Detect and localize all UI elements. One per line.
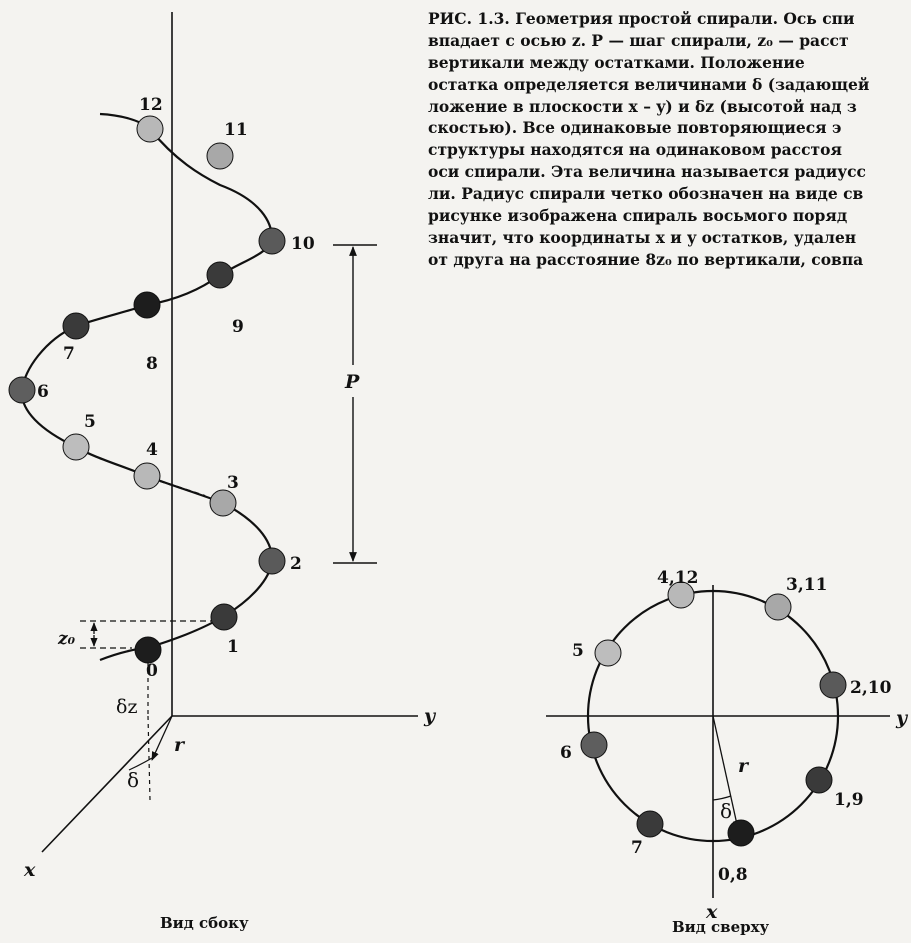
top-residue-label: 2,10 [850,678,892,698]
side-r-label: r [174,734,186,756]
residue-ball [62,312,90,340]
side-x-axis [41,715,173,853]
side-residue-label: 1 [227,637,239,657]
helix-curve [20,112,274,662]
residue-ball [134,636,162,664]
side-residue-label: 11 [224,120,248,140]
caption-line: структуры находятся на одинаковом рассто… [428,140,842,160]
top-view-title: Вид сверху [672,918,770,936]
residue-ball [62,433,90,461]
residue-ball [667,581,695,609]
residue-ball [580,731,608,759]
top-residue-label: 0,8 [718,865,748,885]
top-delta-label: δ [720,799,732,823]
dz-label: δz [116,696,137,718]
side-residue-label: 0 [146,661,158,681]
side-residue-label: 3 [227,473,239,493]
caption-line: рисунке изображена спираль восьмого поря… [428,206,848,226]
side-delta-label: δ [127,768,139,792]
side-view-title: Вид сбоку [160,914,249,932]
residue-ball [819,671,847,699]
residue-ball [136,115,164,143]
side-residue-label: 9 [232,317,244,337]
top-residue-label: 7 [631,838,643,858]
top-r-vector [712,715,740,830]
caption-line: впадает с осью z. P — шаг спирали, z₀ — … [428,30,849,50]
side-residue-label: 7 [63,344,75,364]
residue-ball [727,819,755,847]
top-view: r δ 0,8 1,9 2,10 3,11 4,12 5 6 7 y x Вид… [546,568,909,936]
side-x-label: x [23,859,36,881]
residue-ball [805,766,833,794]
residue-ball [133,291,161,319]
side-residue-label: 8 [146,354,158,374]
residue-ball [210,603,238,631]
top-helix-circle [586,589,840,843]
side-delta-arc [128,757,153,771]
top-residues [580,581,847,847]
caption-line: значит, что координаты x и y остатков, у… [428,227,857,247]
side-residues [8,115,286,664]
residue-ball [206,261,234,289]
caption-line: РИС. 1.3. Геометрия простой спирали. Ось… [428,9,855,28]
residue-ball [764,593,792,621]
caption-line: скостью). Все одинаковые повторяющиеся э [428,118,842,138]
residue-ball [133,462,161,490]
side-view: 0 1 2 3 4 5 6 7 8 9 10 11 12 P z₀ δz r δ [8,12,437,932]
rise-label: z₀ [57,629,76,649]
side-residue-label: 10 [291,234,315,254]
caption-line: оси спирали. Эта величина называется рад… [428,162,866,182]
residue-ball [594,639,622,667]
residue-ball [206,142,234,170]
pitch-label: P [344,371,360,393]
helix-hidden-segment [159,480,206,497]
top-r-label: r [738,755,750,777]
caption-line: вертикали между остатками. Положение [428,52,805,72]
delta-projection [147,715,151,801]
side-residue-label: 6 [37,382,49,402]
top-residue-label: 6 [560,743,572,763]
top-x-label: x [705,901,718,923]
caption-line: ложение в плоскости x – y) и δz (высотой… [428,96,857,116]
caption-line: остатка определяется величинами δ (задаю… [428,74,870,94]
top-residue-label: 4,12 [657,568,698,588]
caption-line: от друга на расстояние 8z₀ по вертикали,… [428,249,864,269]
side-r-vector [151,715,173,761]
residue-ball [258,227,286,255]
top-y-label: y [895,707,909,729]
side-residue-label: 2 [290,554,302,574]
residue-ball [258,547,286,575]
residue-ball [8,376,36,404]
side-residue-label: 12 [139,95,163,115]
top-residue-label: 1,9 [834,790,864,810]
figure-caption: РИС. 1.3. Геометрия простой спирали. Ось… [428,8,911,271]
side-residue-label: 4 [146,440,158,460]
side-y-label: y [423,705,437,727]
side-residue-label: 5 [84,412,96,432]
top-delta-arc [712,795,732,801]
caption-line: ли. Радиус спирали четко обозначен на ви… [428,184,864,204]
residue-ball [636,810,664,838]
top-residue-label: 3,11 [786,575,827,595]
residue-ball [209,489,237,517]
top-residue-label: 5 [572,641,584,661]
